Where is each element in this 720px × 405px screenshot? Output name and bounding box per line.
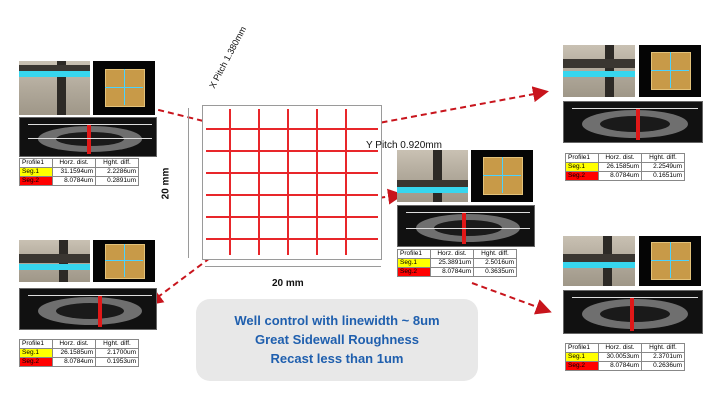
laser-scan-image <box>93 240 155 282</box>
grid-diagram <box>202 105 382 260</box>
arrow-to-bottom-left <box>146 251 219 306</box>
microscope-image <box>397 150 468 202</box>
microscope-image <box>563 236 635 286</box>
dimension-line-horizontal <box>205 266 381 267</box>
microscope-image <box>19 61 90 115</box>
grid-lines <box>202 105 382 260</box>
callout-line-2: Great Sidewall Roughness <box>255 332 419 347</box>
arrow-to-top-right <box>351 86 549 129</box>
summary-callout: Well control with linewidth ~ 8um Great … <box>196 299 478 381</box>
arrow-to-bottom-right <box>471 282 552 315</box>
height-profile-graph <box>397 205 535 247</box>
dimension-label-vertical: 20 mm <box>160 167 172 200</box>
laser-scan-image <box>471 150 533 202</box>
microscope-image <box>563 45 635 97</box>
dimension-line-vertical <box>188 108 189 258</box>
microscope-image <box>19 240 90 282</box>
height-profile-graph <box>19 288 157 330</box>
laser-scan-image <box>93 61 155 115</box>
height-profile-graph <box>19 117 157 157</box>
laser-scan-image <box>639 45 701 97</box>
height-profile-graph <box>563 101 703 143</box>
dimension-label-horizontal: 20 mm <box>272 278 304 289</box>
callout-line-1: Well control with linewidth ~ 8um <box>234 313 440 328</box>
laser-scan-image <box>639 236 701 286</box>
height-profile-graph <box>563 290 703 334</box>
y-pitch-label: Y Pitch 0.920mm <box>366 140 442 151</box>
callout-line-3: Recast less than 1um <box>270 351 404 366</box>
